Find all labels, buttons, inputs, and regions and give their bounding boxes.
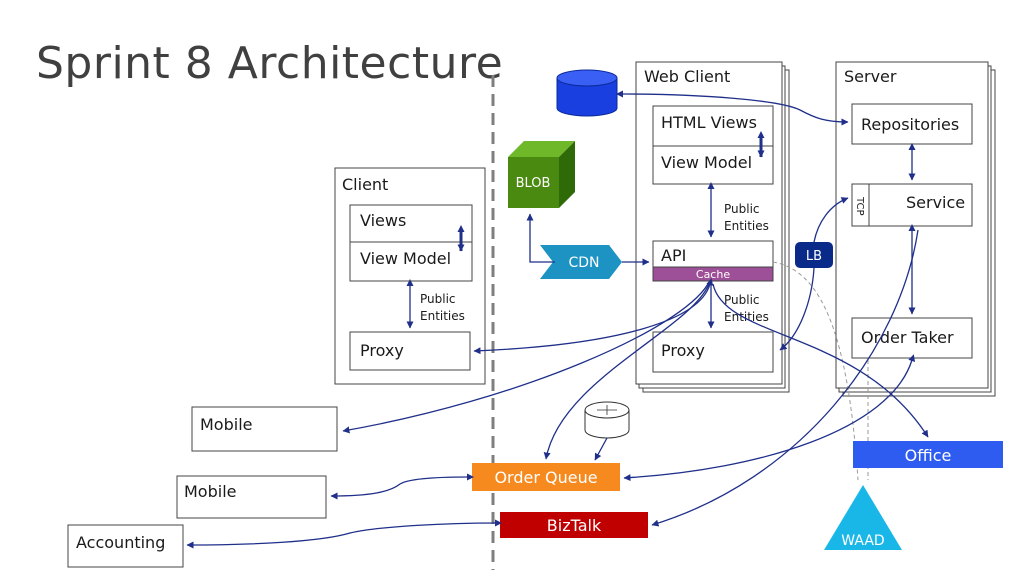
repositories-box	[851, 103, 973, 145]
database-repositories-connector	[616, 90, 849, 126]
web-client-container: Web Client HTML Views View Model Public …	[635, 61, 790, 393]
api-client-proxy-connector	[473, 278, 714, 355]
client-views-box	[349, 204, 473, 243]
load-balancer-badge	[795, 242, 833, 268]
client-proxy-label: Proxy	[360, 341, 404, 360]
client-view-model-label: View Model	[360, 249, 451, 268]
repositories-label: Repositories	[861, 115, 959, 134]
service-biztalk-connector	[651, 229, 919, 527]
mobile-label-2: Mobile	[184, 482, 236, 501]
web-public-entities-upper-line2: Entities	[724, 219, 769, 233]
biztalk-accounting-connector	[186, 519, 502, 549]
blob-label: BLOB	[516, 176, 551, 191]
client-label: Client	[342, 175, 388, 194]
biztalk-box	[500, 512, 648, 538]
cdn-shape: CDN	[540, 245, 622, 279]
order-taker-box	[851, 317, 973, 359]
web-client-label: Web Client	[644, 67, 730, 86]
web-public-entities-lower-line1: Public	[724, 293, 760, 307]
service-label: Service	[906, 193, 965, 212]
page-title: Sprint 8 Architecture	[36, 38, 504, 89]
order-taker-queue-connector	[623, 354, 916, 482]
api-mobile-connector	[342, 283, 709, 434]
client-proxy-box	[349, 331, 471, 371]
client-views-label: Views	[360, 211, 406, 230]
lb-label: LB	[806, 249, 822, 264]
web-public-entities-lower-line2: Entities	[724, 310, 769, 324]
web-api-label: API	[661, 246, 686, 265]
order-queue-box	[472, 463, 620, 491]
web-public-entities-upper-line1: Public	[724, 202, 760, 216]
biztalk-label: BizTalk	[547, 516, 602, 535]
blob-storage-icon: BLOB	[508, 141, 575, 208]
web-proxy-label: Proxy	[661, 341, 705, 360]
client-container: Client Views View Model Proxy Public Ent…	[334, 167, 486, 385]
waad-label: WAAD	[841, 533, 884, 549]
web-html-views-label: HTML Views	[661, 113, 757, 132]
tcp-label: TCP	[854, 196, 865, 216]
order-taker-label: Order Taker	[861, 328, 954, 347]
server-label: Server	[844, 67, 897, 86]
web-view-model-label: View Model	[661, 153, 752, 172]
lb-service-connector	[813, 197, 849, 243]
cdn-blob-connector	[526, 213, 555, 263]
mobile-label-1: Mobile	[200, 415, 252, 434]
router-icon	[584, 401, 630, 439]
service-box	[851, 183, 973, 227]
client-public-entities-line2: Entities	[420, 309, 465, 323]
mobile-box-1	[191, 406, 338, 452]
server-container: Server Repositories TCP Service Order Ta…	[835, 61, 996, 397]
router-order-queue-connector	[594, 437, 608, 461]
waad-triangle	[824, 485, 902, 550]
order-queue-mobile-connector	[330, 473, 474, 500]
accounting-label: Accounting	[76, 533, 165, 552]
lb-proxy-connector	[779, 267, 815, 351]
accounting-box	[67, 524, 184, 568]
office-label: Office	[905, 446, 952, 465]
order-queue-label: Order Queue	[494, 468, 597, 487]
database-icon	[556, 69, 618, 117]
web-view-model-box	[652, 145, 774, 185]
cdn-label: CDN	[568, 255, 599, 271]
cache-label: Cache	[696, 268, 730, 281]
client-public-entities-line1: Public	[420, 292, 456, 306]
mobile-box-2	[176, 475, 327, 519]
